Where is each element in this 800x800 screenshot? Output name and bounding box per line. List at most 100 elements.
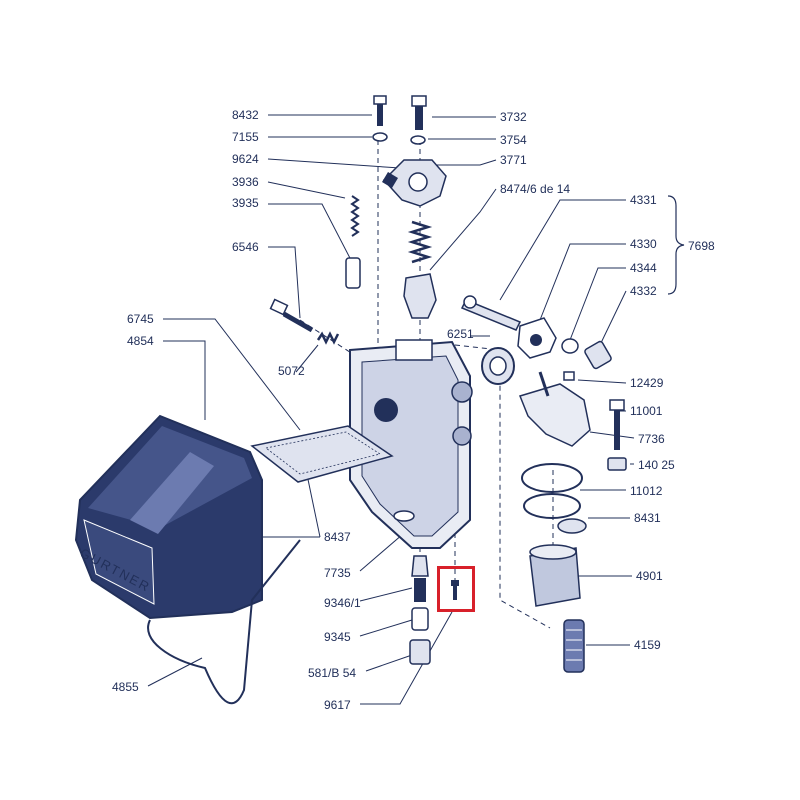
part-label-9624: 9624 bbox=[232, 152, 259, 166]
cover-3771-boss bbox=[408, 172, 428, 192]
banjo-4330-hole bbox=[530, 334, 542, 346]
washer-4344 bbox=[561, 338, 579, 354]
body-boss-right bbox=[451, 381, 473, 403]
part-label-6251: 6251 bbox=[447, 327, 474, 341]
axis-fuel-line bbox=[454, 344, 551, 629]
group-bracket-7698 bbox=[667, 195, 685, 295]
filter-screen-8437 bbox=[250, 425, 394, 483]
jet-9346-1-body bbox=[414, 578, 426, 602]
leader-9624 bbox=[267, 158, 401, 169]
washer-7155 bbox=[372, 132, 388, 142]
screw-8432-head bbox=[373, 95, 387, 105]
part-label-3936: 3936 bbox=[232, 175, 259, 189]
leader-4330 bbox=[539, 243, 626, 321]
part-label-140-25: 140 25 bbox=[638, 458, 675, 472]
part-drawings bbox=[74, 95, 627, 705]
leader-8474 bbox=[429, 188, 497, 271]
bolt-11001-shank bbox=[614, 410, 620, 450]
air-filter-cover-face bbox=[83, 519, 155, 605]
leader-3935 bbox=[268, 203, 353, 263]
part-label-8437: 8437 bbox=[324, 530, 351, 544]
leader-4331 bbox=[499, 199, 626, 301]
bolt-11001-head bbox=[609, 399, 625, 411]
part-label-7155: 7155 bbox=[232, 130, 259, 144]
part-label-4855: 4855 bbox=[112, 680, 139, 694]
leader-4344 bbox=[569, 267, 626, 341]
filter-4159 bbox=[563, 619, 585, 673]
banjo-bolt-4331 bbox=[460, 299, 522, 331]
leader-4855 bbox=[147, 657, 203, 687]
jet-9617-head bbox=[451, 580, 459, 586]
spring-3936 bbox=[350, 195, 360, 237]
jet-9345 bbox=[411, 607, 429, 631]
part-label-4330: 4330 bbox=[630, 237, 657, 251]
part-label-6745: 6745 bbox=[127, 312, 154, 326]
wire-clip-4855 bbox=[147, 539, 301, 705]
jet-9617-body bbox=[453, 586, 457, 600]
washer-3754 bbox=[410, 135, 426, 145]
washer-8431 bbox=[557, 518, 587, 534]
gasket-11012 bbox=[521, 463, 583, 493]
float-lever-pin bbox=[538, 371, 550, 397]
part-label-4332: 4332 bbox=[630, 284, 657, 298]
air-filter-cover-ridge bbox=[130, 452, 214, 534]
part-label-9345: 9345 bbox=[324, 630, 351, 644]
leader-6745 bbox=[163, 318, 301, 431]
part-label-6546: 6546 bbox=[232, 240, 259, 254]
part-label-7698: 7698 bbox=[688, 239, 715, 253]
body-drain bbox=[393, 510, 415, 522]
needle-3935 bbox=[345, 257, 361, 289]
leader-3936 bbox=[267, 181, 346, 199]
leader-9345 bbox=[359, 619, 413, 637]
part-label-12429: 12429 bbox=[630, 376, 664, 390]
leader-4332 bbox=[599, 290, 627, 346]
leader-4854 bbox=[163, 340, 206, 420]
leader-9346-1 bbox=[359, 587, 413, 602]
body-boss-left bbox=[374, 398, 398, 422]
part-label-4331: 4331 bbox=[630, 193, 657, 207]
highlighted-part-9617-box bbox=[437, 566, 475, 612]
leader-581 bbox=[365, 654, 413, 672]
float-lever-7736 bbox=[518, 383, 591, 447]
part-label-7735: 7735 bbox=[324, 566, 351, 580]
part-label-8431: 8431 bbox=[634, 511, 661, 525]
spring-8474 bbox=[407, 220, 433, 264]
banjo-bolt-4331-head bbox=[463, 295, 477, 309]
leader-5072 bbox=[295, 344, 319, 373]
jet-581 bbox=[409, 639, 431, 665]
leader-lines bbox=[147, 114, 685, 705]
screw-12429 bbox=[563, 371, 575, 381]
body-boss-right-2 bbox=[452, 426, 472, 446]
throttle-slide bbox=[403, 273, 437, 319]
spring-5072 bbox=[316, 331, 340, 345]
part-label-581-b54: 581/B 54 bbox=[308, 666, 357, 680]
part-label-4901: 4901 bbox=[636, 569, 663, 583]
nut-14025 bbox=[607, 457, 627, 471]
gasket-11012-lower bbox=[523, 493, 581, 519]
part-label-11001: 11001 bbox=[630, 404, 663, 418]
float-4901-top bbox=[529, 544, 577, 560]
part-label-4344: 4344 bbox=[630, 261, 657, 275]
filter-4159-mesh bbox=[566, 629, 582, 661]
leader-3771 bbox=[424, 159, 497, 166]
part-label-3935: 3935 bbox=[232, 196, 259, 210]
part-label-3732: 3732 bbox=[500, 110, 527, 124]
screw-8432-shank bbox=[377, 104, 383, 126]
part-label-8432: 8432 bbox=[232, 108, 259, 122]
part-label-3754: 3754 bbox=[500, 133, 527, 147]
cable-stop-9624 bbox=[382, 172, 398, 188]
jet-9346-1-top bbox=[411, 555, 429, 577]
leader-6546 bbox=[268, 246, 301, 319]
part-label-9617: 9617 bbox=[324, 698, 351, 712]
body-top-mount bbox=[395, 339, 433, 361]
part-label-4159: 4159 bbox=[634, 638, 661, 652]
screw-3732-head bbox=[411, 95, 427, 107]
leader-12429 bbox=[577, 379, 627, 384]
ring-6251-hole bbox=[489, 356, 507, 376]
part-label-11012: 11012 bbox=[630, 484, 663, 498]
part-label-3771: 3771 bbox=[500, 153, 527, 167]
leader-9617 bbox=[360, 611, 453, 705]
part-label-5072: 5072 bbox=[278, 364, 305, 378]
part-label-8474-6-de-14: 8474/6 de 14 bbox=[500, 182, 571, 196]
